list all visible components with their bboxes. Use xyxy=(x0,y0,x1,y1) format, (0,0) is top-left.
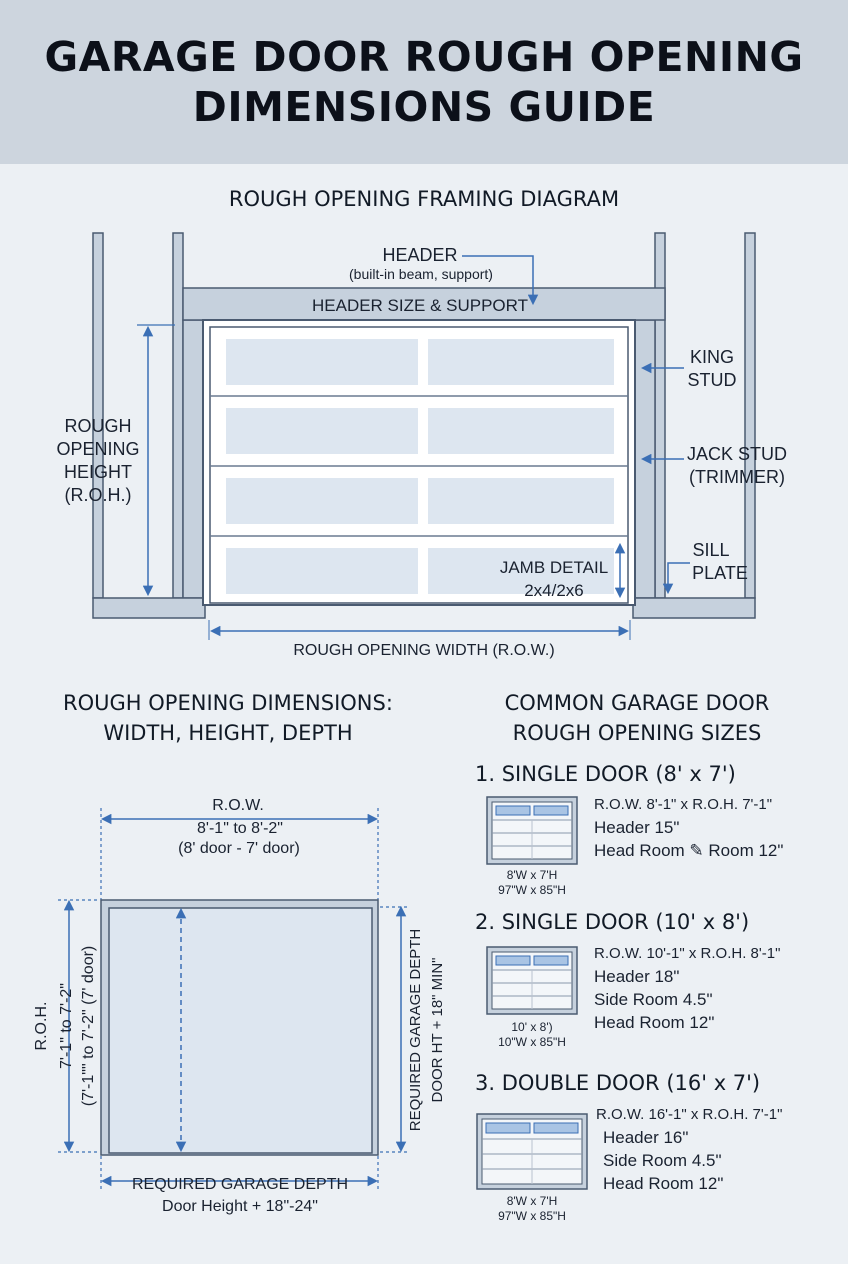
common-sizes-heading-line-1: COMMON GARAGE DOOR xyxy=(504,691,770,715)
roh-rotated-labels: R.O.H. 7'-1" to 7'-2" (7'-1"" to 7'-2" (… xyxy=(33,946,97,1106)
common-sizes-heading-line-2: ROUGH OPENING SIZES xyxy=(512,721,762,745)
door-spec-header: Header 18" xyxy=(594,967,680,986)
door-specs-2: R.O.W. 10'-1" x R.O.H. 8'-1" Header 18" … xyxy=(594,942,834,1034)
jack-stud-label-line-2: (TRIMMER) xyxy=(689,467,785,487)
dimensions-heading-line-1: ROUGH OPENING DIMENSIONS: xyxy=(63,691,393,715)
depth-side-label-line-1: REQUIRED GARAGE DEPTH xyxy=(407,929,424,1132)
row-label: ROUGH OPENING WIDTH (R.O.W.) xyxy=(293,642,554,659)
row-label-line-2: 8'-1" to 8'-2" xyxy=(197,820,283,837)
door-spec-row: R.O.W. 16'-1" x R.O.H. 7'-1" xyxy=(596,1106,783,1123)
door-size-item-1: 1. SINGLE DOOR (8' x 7') xyxy=(475,762,835,786)
roh-label-line-2: 7'-1" to 7'-2" xyxy=(58,983,75,1069)
header-callout xyxy=(462,255,539,306)
roh-label-line-3: HEIGHT xyxy=(64,462,132,482)
door-spec-head-room: Head Room 12" xyxy=(603,1174,724,1193)
door-spec-side-room: Side Room 4.5" xyxy=(603,1151,722,1170)
roh-label-line-1: R.O.H. xyxy=(33,1002,50,1051)
door-specs-3: R.O.W. 16'-1" x R.O.H. 7'-1" Header 16" … xyxy=(596,1103,836,1195)
row-label-line-3: (8' door - 7' door) xyxy=(178,840,300,857)
door-caption-line: 97"W x 85"H xyxy=(498,883,566,897)
sill-plate-label-line-1: SILL xyxy=(692,540,729,560)
door-spec-head-room: Head Room ✎ Room 12" xyxy=(594,841,784,860)
door-size-item-3: 3. DOUBLE DOOR (16' x 7') xyxy=(475,1071,835,1095)
door-spec-row: R.O.W. 10'-1" x R.O.H. 8'-1" xyxy=(594,945,781,962)
jamb-detail-label-line-2: 2x4/2x6 xyxy=(524,581,584,600)
header-size-label: HEADER SIZE & SUPPORT xyxy=(312,296,528,315)
king-stud-label-line-1: KING xyxy=(690,347,734,367)
depth-side-label-line-2: DOOR HT + 18" MIN" xyxy=(429,958,446,1103)
door-size-title: 1. SINGLE DOOR (8' x 7') xyxy=(475,762,736,786)
framing-diagram-heading: ROUGH OPENING FRAMING DIAGRAM xyxy=(228,187,620,211)
sill-plate-arrow xyxy=(662,562,690,595)
common-sizes-heading: COMMON GARAGE DOOR ROUGH OPENING SIZES xyxy=(460,688,814,748)
header-sub-label: (built-in beam, support) xyxy=(349,266,493,282)
depth-side-rotated-labels: REQUIRED GARAGE DEPTH DOOR HT + 18" MIN" xyxy=(407,929,446,1132)
depth-bottom-label-line-1: REQUIRED GARAGE DEPTH xyxy=(132,1176,348,1193)
page-title-line-2: DIMENSIONS GUIDE xyxy=(192,83,656,131)
row-label-line-1: R.O.W. xyxy=(212,797,264,814)
title-banner: GARAGE DOOR ROUGH OPENING DIMENSIONS GUI… xyxy=(0,0,848,164)
framing-diagram: HEADER (built-in beam, support) HEADER S… xyxy=(56,232,787,659)
door-thumbnail-1 xyxy=(486,796,578,865)
door-spec-header: Header 16" xyxy=(603,1128,689,1147)
door-size-title: 2. SINGLE DOOR (10' x 8') xyxy=(475,910,750,934)
door-caption-line: 10' x 8') xyxy=(511,1020,553,1034)
jack-stud-label-line-1: JACK STUD xyxy=(687,444,787,464)
door-spec-header: Header 15" xyxy=(594,818,680,837)
garage-door-panels xyxy=(210,339,628,594)
dimensions-diagram: R.O.W. 8'-1" to 8'-2" (8' door - 7' door… xyxy=(33,797,446,1215)
door-spec-head-room: Head Room 12" xyxy=(594,1013,715,1032)
dimensions-heading: ROUGH OPENING DIMENSIONS: WIDTH, HEIGHT,… xyxy=(20,688,436,748)
door-caption-line: 97"W x 85"H xyxy=(498,1209,566,1223)
page-title-line-1: GARAGE DOOR ROUGH OPENING xyxy=(44,33,804,81)
door-size-item-2: 2. SINGLE DOOR (10' x 8') xyxy=(475,910,835,934)
door-caption-2: 10' x 8') 10"W x 85"H xyxy=(475,1020,589,1050)
header-label: HEADER xyxy=(382,245,457,265)
roh-label-line-3: (7'-1"" to 7'-2" (7' door) xyxy=(80,946,97,1106)
depth-bottom-label-line-2: Door Height + 18"-24" xyxy=(162,1198,318,1215)
door-thumbnail-3 xyxy=(476,1113,588,1190)
door-thumbnail-2 xyxy=(486,946,578,1015)
door-specs-1: R.O.W. 8'-1" x R.O.H. 7'-1" Header 15" H… xyxy=(594,793,834,862)
roh-label-line-2: OPENING xyxy=(56,439,139,459)
king-stud-label-line-2: STUD xyxy=(688,370,737,390)
sill-plate-label-line-2: PLATE xyxy=(692,563,748,583)
door-caption-line: 8'W x 7'H xyxy=(506,868,558,882)
door-caption-line: 8'W x 7'H xyxy=(506,1194,558,1208)
door-size-title: 3. DOUBLE DOOR (16' x 7') xyxy=(475,1071,761,1095)
door-spec-side-room: Side Room 4.5" xyxy=(594,990,713,1009)
jamb-detail-label-line-1: JAMB DETAIL xyxy=(500,558,608,577)
dimensions-heading-line-2: WIDTH, HEIGHT, DEPTH xyxy=(103,721,353,745)
roh-label-line-1: ROUGH xyxy=(65,416,132,436)
door-caption-line: 10"W x 85"H xyxy=(498,1035,566,1049)
door-caption-1: 8'W x 7'H 97"W x 85"H xyxy=(475,868,589,898)
door-caption-3: 8'W x 7'H 97"W x 85"H xyxy=(475,1194,589,1224)
roh-label-line-4: (R.O.H.) xyxy=(65,485,132,505)
door-spec-row: R.O.W. 8'-1" x R.O.H. 7'-1" xyxy=(594,796,773,813)
